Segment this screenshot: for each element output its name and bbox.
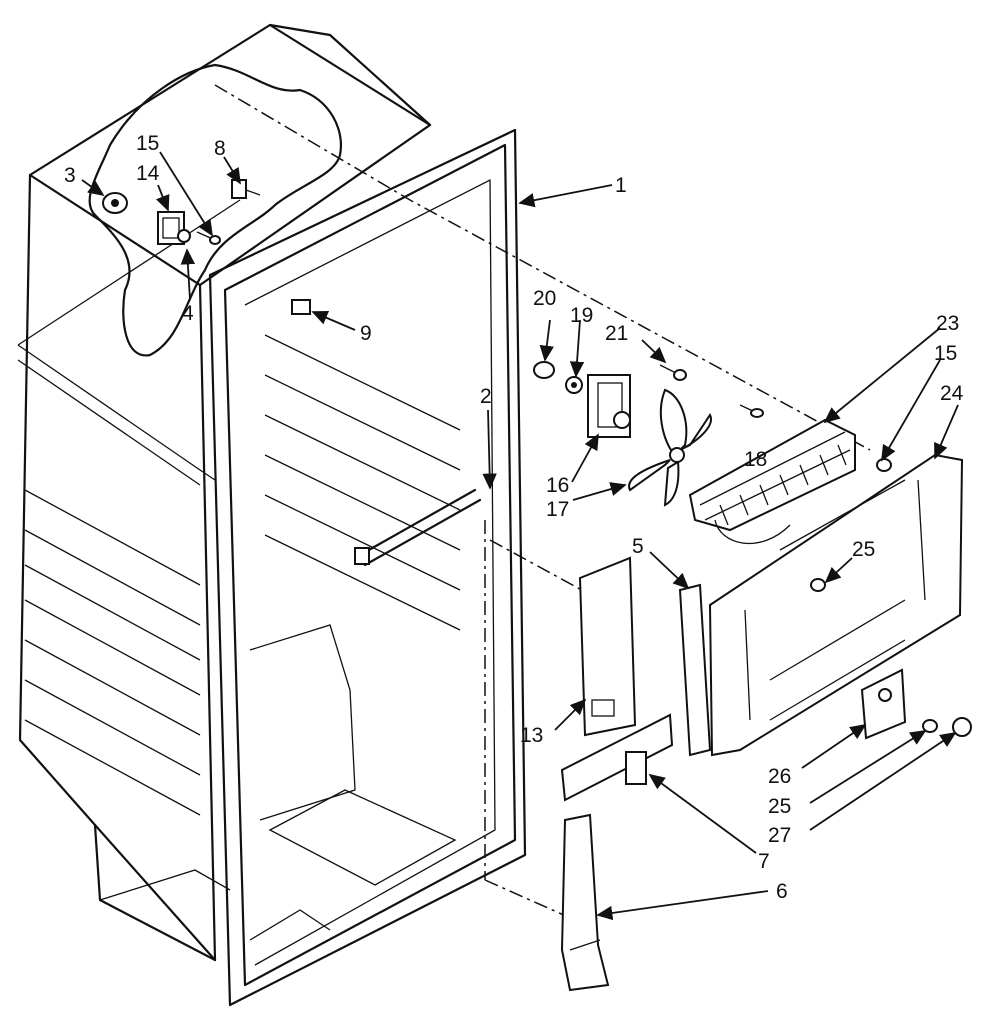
- part-19-grommet: [565, 376, 583, 394]
- callout-9: 9: [360, 322, 372, 345]
- assembly-line-lower: [484, 879, 576, 921]
- cabinet-liner: [17, 23, 432, 962]
- leader-lines: [81, 151, 959, 921]
- callout-6: 6: [776, 880, 788, 903]
- part-15-screw-right: [876, 458, 892, 472]
- part-2-light-assembly: [354, 488, 482, 567]
- callout-26: 26: [768, 765, 791, 788]
- callout-13: 13: [520, 724, 543, 747]
- part-7-bracket: [560, 713, 674, 802]
- cabinet-opening-frame: [208, 128, 527, 1007]
- callout-21: 21: [605, 322, 628, 345]
- part-15-screw-upper: [196, 231, 221, 245]
- assembly-line-duct: [489, 539, 601, 601]
- callout-1: 1: [615, 174, 627, 197]
- part-5-channel: [678, 583, 712, 757]
- part-26-plate: [860, 668, 907, 740]
- part-16-fan-motor: [587, 374, 631, 438]
- callout-18: 18: [744, 448, 767, 471]
- callout-4: 4: [182, 302, 194, 325]
- part-17-fan-blade: [628, 388, 712, 507]
- part-8-thermostat: [231, 179, 261, 199]
- callout-5: 5: [632, 535, 644, 558]
- part-13-duct: [578, 556, 637, 737]
- part-25-screw-lower: [922, 719, 938, 733]
- part-18-screw: [739, 404, 764, 418]
- cutaway-outline: [88, 63, 343, 357]
- part-3-grommet: [102, 192, 128, 214]
- part-20-bushing: [533, 361, 555, 379]
- part-6-cover: [560, 813, 610, 992]
- assembly-line-top: [214, 84, 871, 451]
- callout-20: 20: [533, 287, 556, 310]
- callout-16: 16: [546, 474, 569, 497]
- callout-24: 24: [940, 382, 964, 405]
- part-4-knob: [177, 229, 191, 243]
- callout-15b: 15: [934, 342, 957, 365]
- part-9-clip: [291, 299, 311, 315]
- callout-3: 3: [64, 164, 76, 187]
- callout-25a: 25: [852, 538, 875, 561]
- part-21-screw: [659, 364, 687, 381]
- callout-27: 27: [768, 824, 791, 847]
- callout-8: 8: [214, 137, 226, 160]
- callout-labels: 1 2 3 4 5 6 7 8 9 13 14 15 15 16 17 18 1…: [64, 132, 964, 903]
- callout-25b: 25: [768, 795, 791, 818]
- callout-17: 17: [546, 498, 569, 521]
- callout-23: 23: [936, 312, 959, 335]
- part-27-plug: [952, 717, 972, 737]
- callout-2: 2: [480, 385, 492, 408]
- callout-19: 19: [570, 304, 593, 327]
- callout-15a: 15: [136, 132, 159, 155]
- callout-14: 14: [136, 162, 160, 185]
- part-25-screw-upper: [810, 578, 826, 592]
- callout-7: 7: [758, 850, 770, 873]
